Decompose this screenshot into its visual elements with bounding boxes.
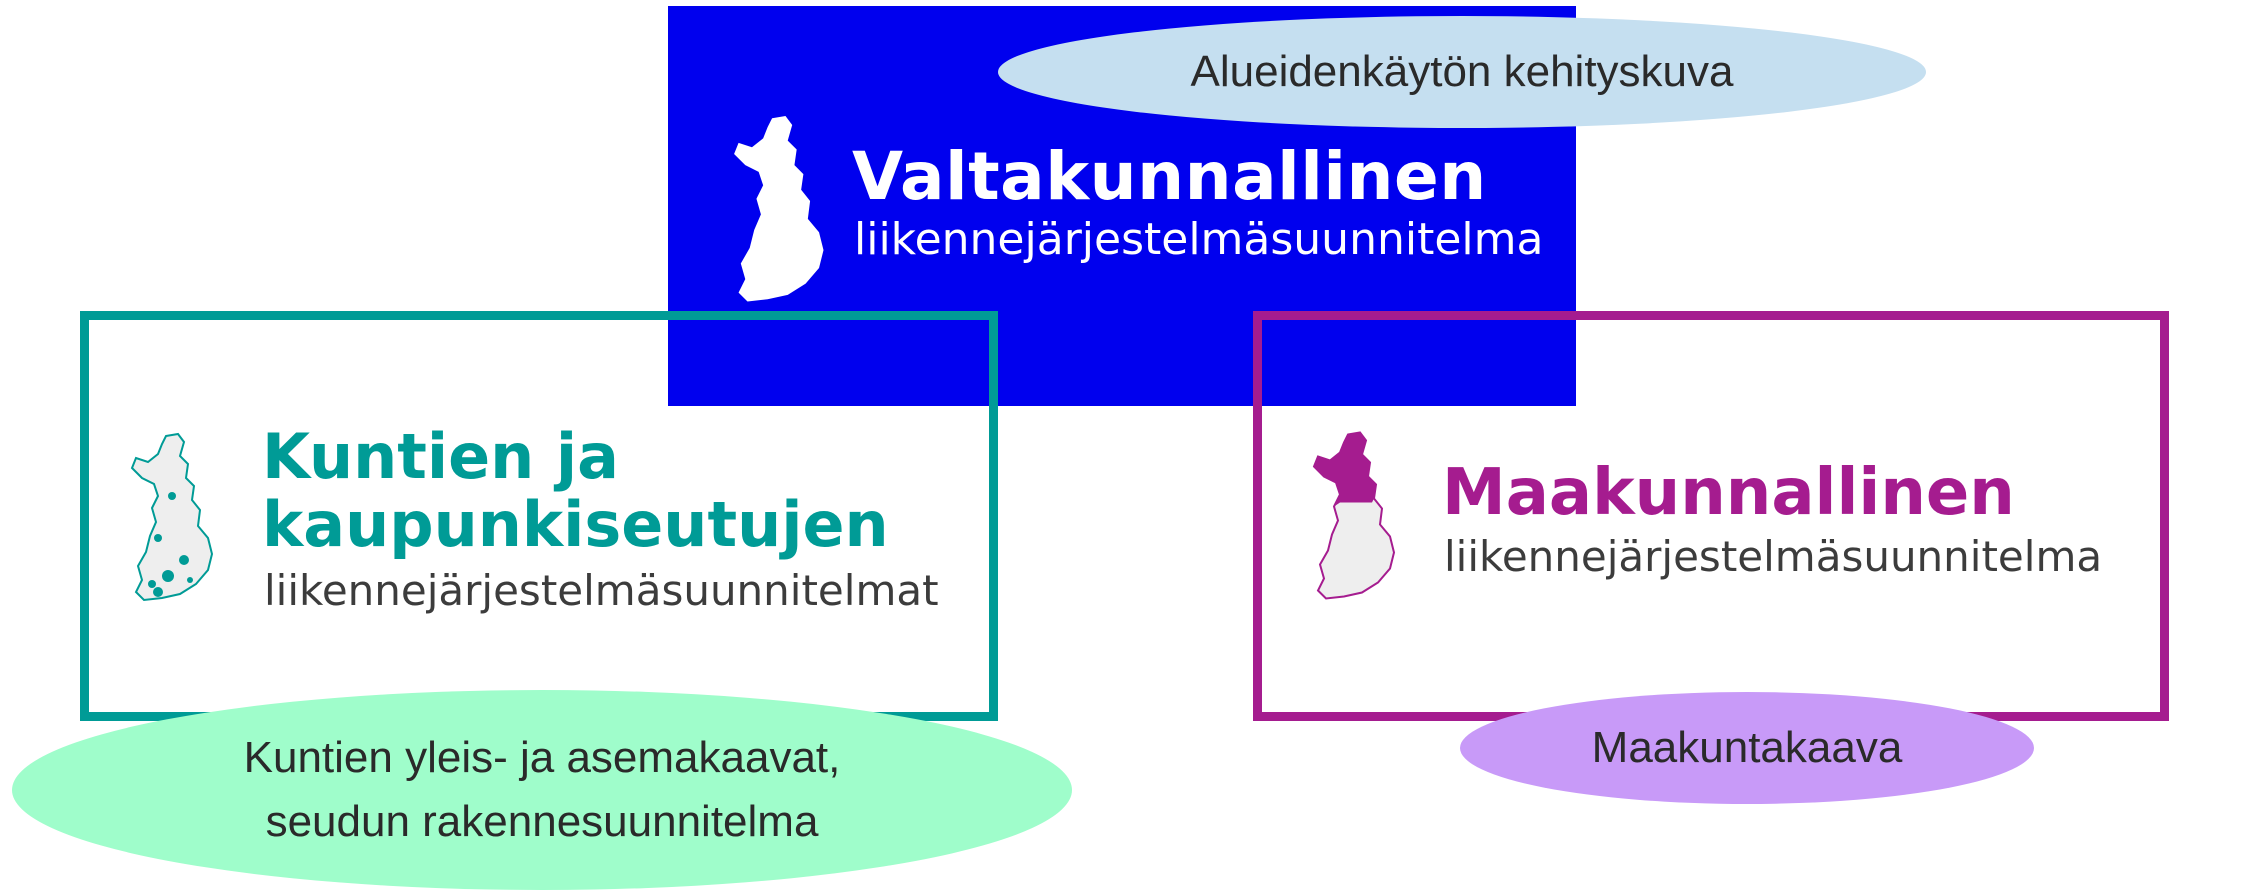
regional-plan-title: Maakunnallinen: [1442, 456, 2015, 530]
national-land-use-label: Alueidenkäytön kehityskuva: [1190, 47, 1734, 96]
municipal-plan-subtitle: liikennejärjestelmäsuunnitelmat: [264, 566, 939, 615]
finland-map-icon: [734, 116, 824, 302]
finland-map-region-icon: [1312, 431, 1396, 600]
municipal-zoning-label-line2: seudun rakennesuunnitelma: [265, 797, 819, 846]
regional-zoning-label: Maakuntakaava: [1591, 723, 1903, 772]
finland-map-dots-icon: [130, 432, 214, 602]
national-plan-title: Valtakunnallinen: [852, 138, 1487, 215]
regional-zoning-ellipse: Maakuntakaava: [1460, 692, 2034, 804]
municipal-zoning-label-line1: Kuntien yleis- ja asemakaavat,: [243, 733, 841, 783]
national-plan-subtitle: liikennejärjestelmäsuunnitelma: [854, 214, 1544, 265]
national-land-use-ellipse: Alueidenkäytön kehityskuva: [998, 16, 1926, 128]
municipal-plan-title-line2: kaupunkiseutujen: [262, 488, 889, 561]
municipal-zoning-ellipse: Kuntien yleis- ja asemakaavat, seudun ra…: [12, 690, 1072, 890]
regional-plan-subtitle: liikennejärjestelmäsuunnitelma: [1444, 532, 2103, 581]
municipal-plan-title-line1: Kuntien ja: [262, 420, 619, 493]
